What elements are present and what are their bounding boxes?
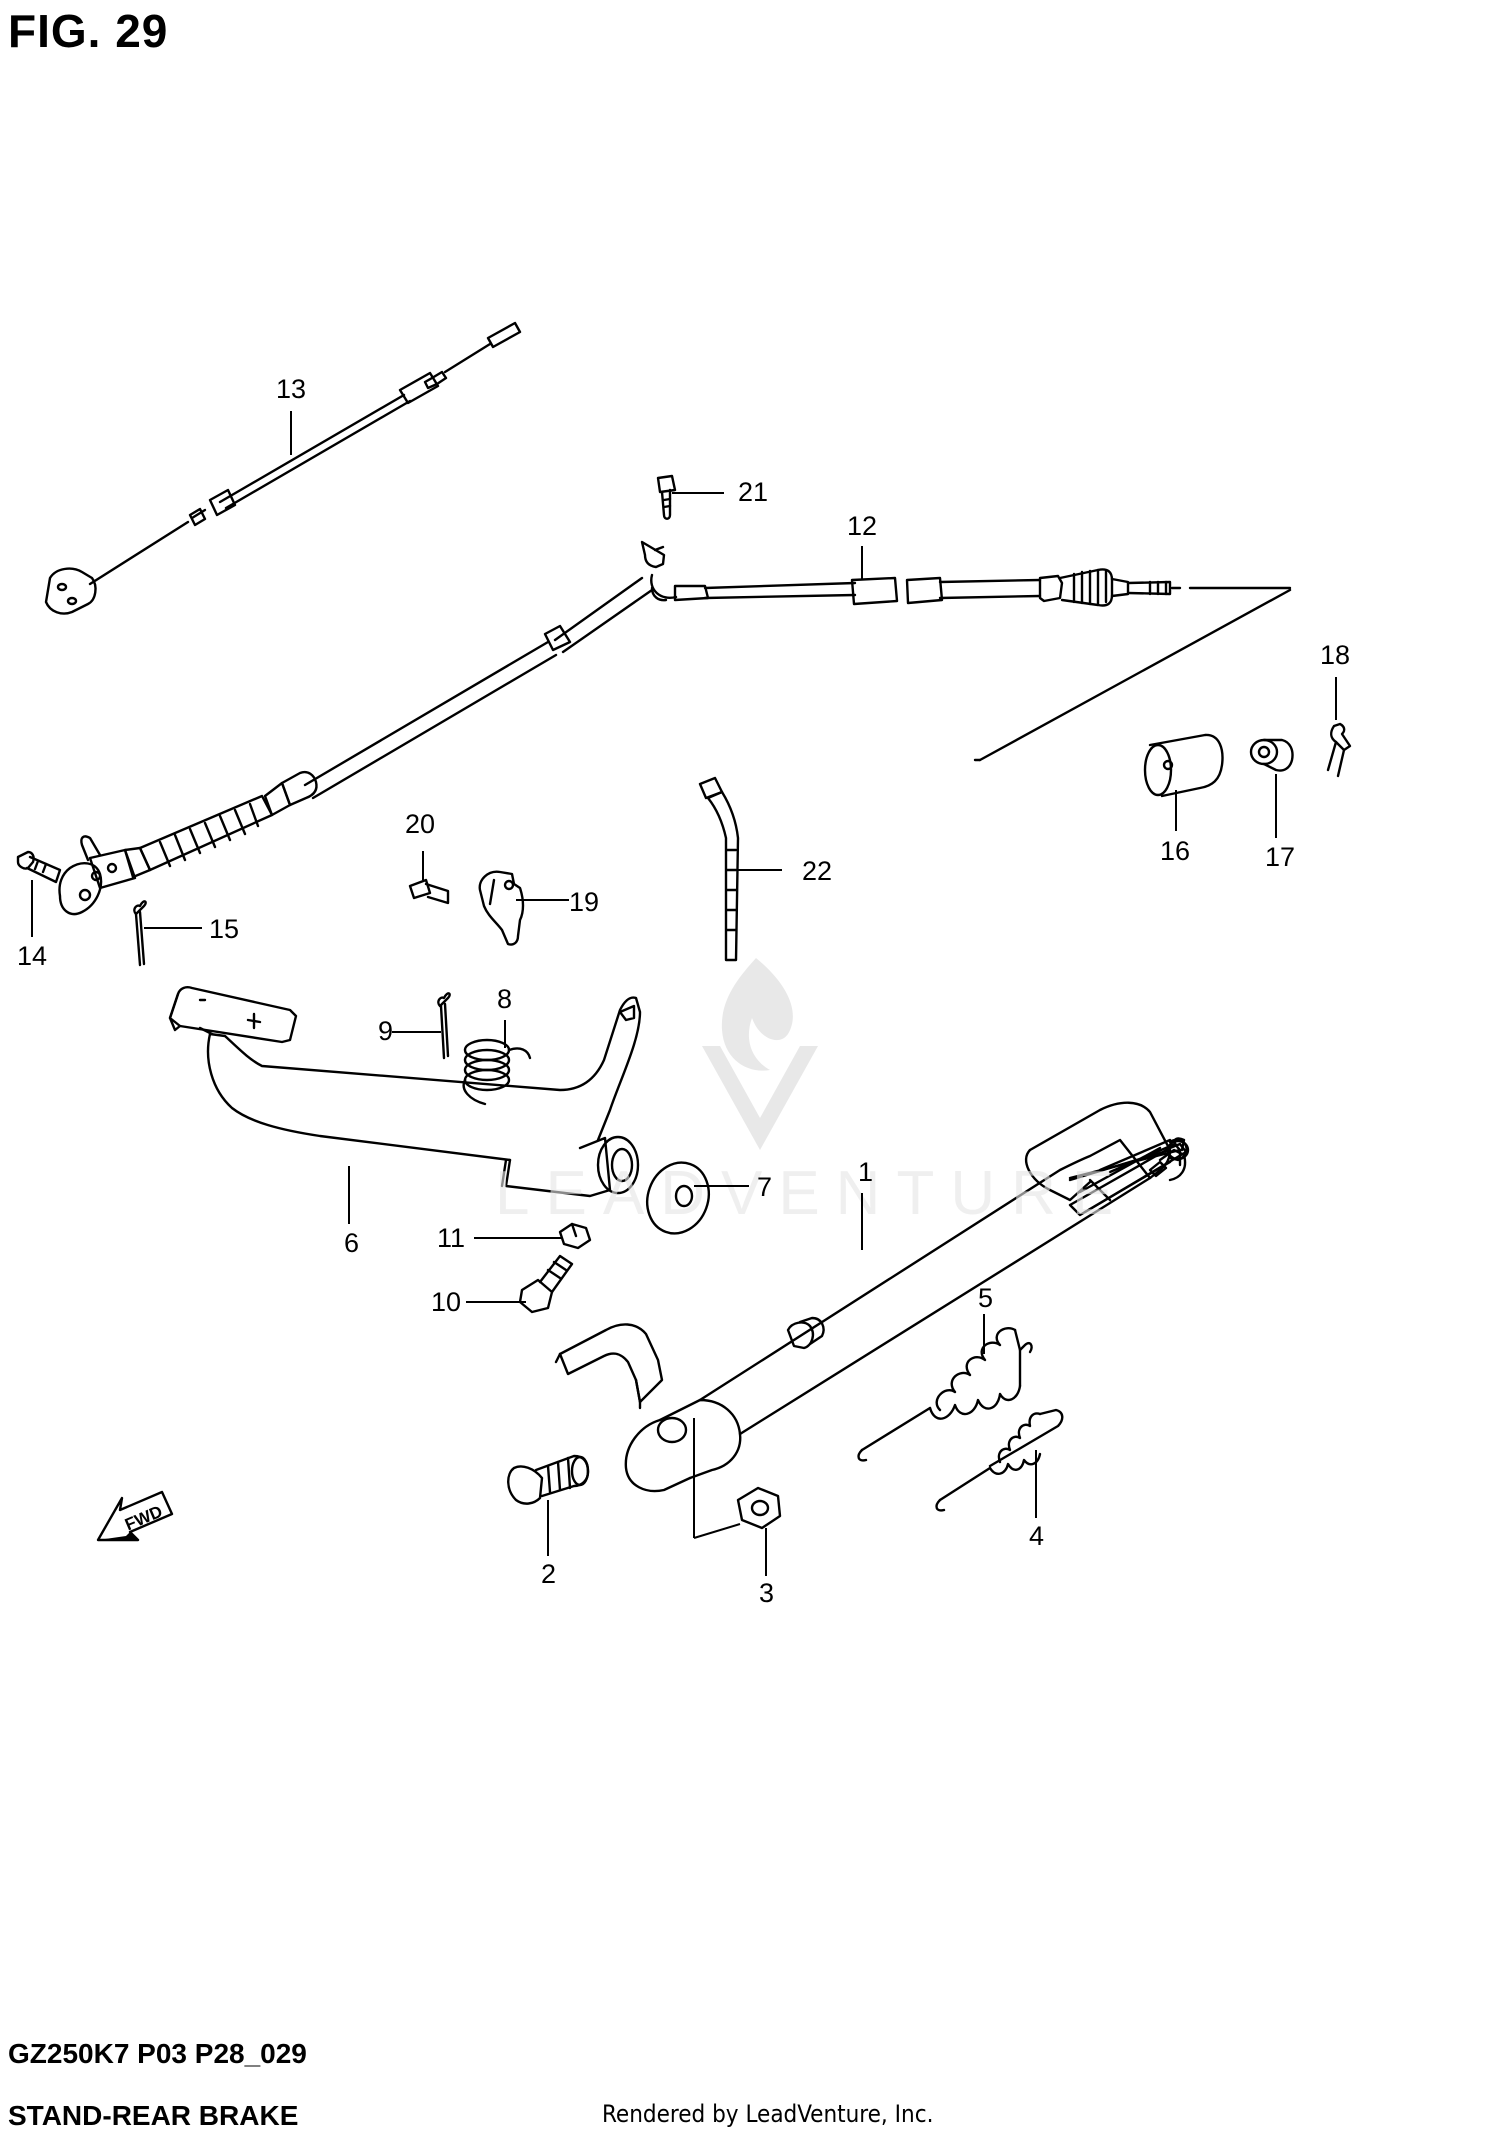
callout-19: 19 bbox=[569, 887, 599, 917]
part-16-pin bbox=[1143, 733, 1224, 798]
part-9-cotter-pin bbox=[437, 992, 451, 1060]
part-22-cable-tie bbox=[698, 776, 740, 962]
callout-17: 17 bbox=[1265, 842, 1295, 872]
callout-9: 9 bbox=[378, 1016, 393, 1046]
part-18-clip bbox=[1326, 722, 1352, 778]
callout-16: 16 bbox=[1160, 836, 1190, 866]
section-title: STAND-REAR BRAKE bbox=[8, 2100, 299, 2131]
part-19-bracket bbox=[478, 870, 525, 946]
part-21-bolt bbox=[656, 474, 677, 520]
callout-10: 10 bbox=[431, 1287, 461, 1317]
part-2-pivot-bolt bbox=[507, 1454, 590, 1505]
part-6-brake-pedal bbox=[168, 986, 642, 1198]
callout-5: 5 bbox=[978, 1283, 993, 1313]
callout-6: 6 bbox=[344, 1228, 359, 1258]
callout-21: 21 bbox=[738, 477, 768, 507]
callout-14: 14 bbox=[17, 941, 47, 971]
watermark-text: LEADVENTURE bbox=[495, 1159, 1129, 1228]
figure-title: FIG. 29 bbox=[8, 5, 169, 57]
part-15-cotter-pin bbox=[133, 900, 147, 967]
part-13-cable bbox=[44, 321, 522, 615]
part-12-brake-cable bbox=[58, 540, 1292, 916]
part-5-spring bbox=[857, 1327, 1033, 1462]
callout-1: 1 bbox=[858, 1157, 873, 1187]
model-code: GZ250K7 P03 P28_029 bbox=[8, 2038, 307, 2069]
callout-3: 3 bbox=[759, 1578, 774, 1608]
rendered-by-credit: Rendered by LeadVenture, Inc. bbox=[602, 2100, 934, 2128]
part-20-bolt bbox=[408, 878, 450, 905]
watermark-logo: LEADVENTURE bbox=[495, 958, 1129, 1228]
part-14-bolt bbox=[16, 850, 62, 884]
callout-12: 12 bbox=[847, 511, 877, 541]
part-11-nut bbox=[558, 1222, 592, 1250]
callout-11: 11 bbox=[437, 1223, 465, 1253]
callout-8: 8 bbox=[497, 984, 512, 1014]
callout-13: 13 bbox=[276, 374, 306, 404]
part-10-bolt bbox=[518, 1254, 574, 1314]
leader-lines bbox=[31, 411, 1337, 1576]
callout-2: 2 bbox=[541, 1559, 556, 1589]
fwd-arrow: FWD bbox=[96, 1490, 174, 1542]
callout-labels: 1 2 3 4 5 6 7 8 9 10 11 12 13 14 15 16 1… bbox=[17, 374, 1350, 1608]
part-7-washer bbox=[646, 1161, 710, 1235]
callout-18: 18 bbox=[1320, 640, 1350, 670]
callout-7: 7 bbox=[757, 1172, 772, 1202]
part-3-nut bbox=[736, 1486, 782, 1530]
part-4-spring bbox=[935, 1408, 1064, 1512]
part-8-spring bbox=[462, 1038, 532, 1106]
callout-4: 4 bbox=[1029, 1521, 1044, 1551]
callout-20: 20 bbox=[405, 809, 435, 839]
callout-15: 15 bbox=[209, 914, 239, 944]
part-17-bushing bbox=[1249, 738, 1294, 772]
callout-22: 22 bbox=[802, 856, 832, 886]
part-1-side-stand bbox=[554, 1101, 1190, 1493]
